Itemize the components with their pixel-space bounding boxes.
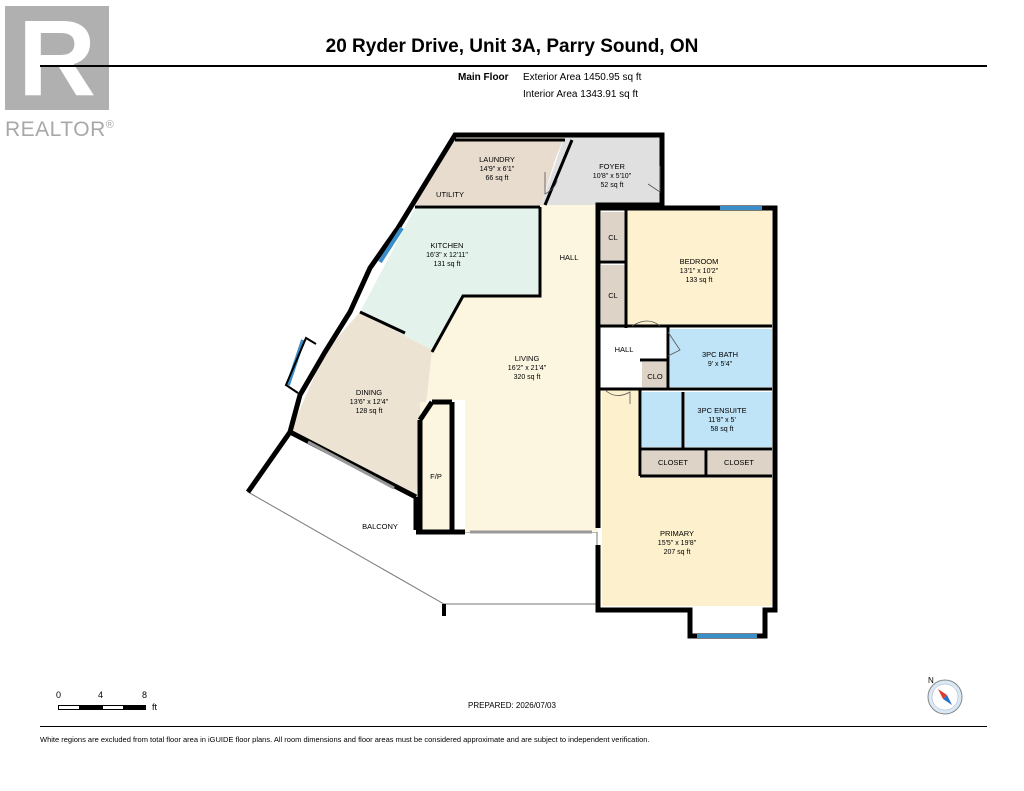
floor-label: Main Floor [458, 72, 509, 83]
laundry-dims: 14'9" x 6'1" [480, 166, 515, 173]
kitchen-label: KITCHEN [431, 241, 464, 250]
laundry-label: LAUNDRY [479, 155, 515, 164]
clo-label: CLO [647, 372, 663, 381]
bedroom-dims: 13'1" x 10'2" [680, 268, 719, 275]
clo-room [642, 362, 668, 387]
door-swings [544, 166, 681, 404]
header-divider [40, 65, 987, 67]
primary-dims: 15'5" x 19'8" [658, 540, 697, 547]
dining-dims: 13'6" x 12'4" [350, 399, 389, 406]
interior-area: Interior Area 1343.91 sq ft [523, 89, 639, 100]
bay-window [284, 336, 317, 394]
scale-segment-3 [102, 705, 124, 710]
balcony-label: BALCONY [362, 522, 398, 531]
ensuite-label: 3PC ENSUITE [697, 406, 746, 415]
kitchen-area: 131 sq ft [434, 261, 461, 268]
living-label: LIVING [515, 354, 540, 363]
foyer-room [541, 135, 660, 205]
living-area: 320 sq ft [514, 374, 541, 381]
scale-segment-1 [58, 705, 80, 710]
scale-tick-8: 8 [142, 690, 148, 700]
realtor-logo-word: REALTOR® [5, 118, 114, 142]
footer-divider [40, 726, 987, 727]
primary-bay [693, 606, 759, 632]
cl-top-label: CL [608, 233, 618, 242]
primary-room [602, 390, 772, 606]
laundry-area: 66 sq ft [486, 175, 509, 182]
dining-area: 128 sq ft [356, 408, 383, 415]
fireplace-label: F/P [430, 472, 442, 481]
scale-tick-0: 0 [56, 690, 62, 700]
interior-walls [359, 138, 772, 478]
closet-right [708, 451, 772, 475]
realtor-logo-letter: R [18, 0, 96, 118]
ensuite-area: 58 sq ft [711, 426, 734, 433]
registered-mark: ® [105, 119, 115, 131]
ensuite-dims: 11'8" x 5' [708, 417, 736, 424]
bedroom-room [626, 210, 772, 326]
fireplace [420, 402, 452, 530]
scale-bar: 0 4 8 ft [56, 690, 166, 714]
hall-mid-label: HALL [615, 345, 634, 354]
utility-label: UTILITY [436, 190, 464, 199]
bath-dims: 9' x 5'4" [708, 361, 733, 368]
ensuite-room-main [685, 392, 772, 447]
scale-segment-2 [80, 705, 102, 710]
closet-left-label: CLOSET [658, 458, 688, 467]
closet-left [642, 451, 705, 475]
primary-area: 207 sq ft [664, 549, 691, 556]
bath-room [670, 329, 772, 387]
living-room [416, 205, 598, 532]
scale-tick-4: 4 [98, 690, 104, 700]
primary-label: PRIMARY [660, 529, 694, 538]
dining-label: DINING [356, 388, 382, 397]
prepared-date: PREPARED: 2026/07/03 [468, 701, 556, 710]
foyer-label: FOYER [599, 162, 625, 171]
bedroom-area: 133 sq ft [686, 277, 713, 284]
kitchen-dims: 16'3" x 12'11" [426, 252, 468, 259]
laundry-room [415, 135, 565, 205]
exterior-area: Exterior Area 1450.95 sq ft [523, 72, 642, 83]
compass-north-label: N [928, 676, 934, 685]
balcony-door [307, 440, 395, 490]
cl-mid-label: CL [608, 291, 618, 300]
bedroom-label: BEDROOM [680, 257, 719, 266]
bath-label: 3PC BATH [702, 350, 738, 359]
closet-top [601, 212, 625, 260]
foyer-dims: 10'8" x 5'10" [593, 173, 632, 180]
realtor-word: REALTOR [5, 118, 106, 141]
kitchen-room [360, 208, 540, 350]
closet-mid [601, 265, 625, 325]
disclaimer: White regions are excluded from total fl… [40, 735, 650, 744]
page-title: 20 Ryder Drive, Unit 3A, Parry Sound, ON [325, 36, 699, 57]
dining-room [290, 312, 432, 497]
realtor-logo[interactable]: R REALTOR® [5, 0, 120, 142]
ensuite-room [642, 392, 682, 447]
hall-top-label: HALL [560, 253, 579, 262]
realtor-logo-mark: R [5, 0, 109, 118]
scale-segment-4 [124, 705, 146, 710]
foyer-area: 52 sq ft [601, 182, 624, 189]
closet-right-label: CLOSET [724, 458, 754, 467]
living-dims: 16'2" x 21'4" [508, 365, 547, 372]
compass-icon: N [927, 676, 963, 715]
scale-unit: ft [152, 702, 158, 712]
